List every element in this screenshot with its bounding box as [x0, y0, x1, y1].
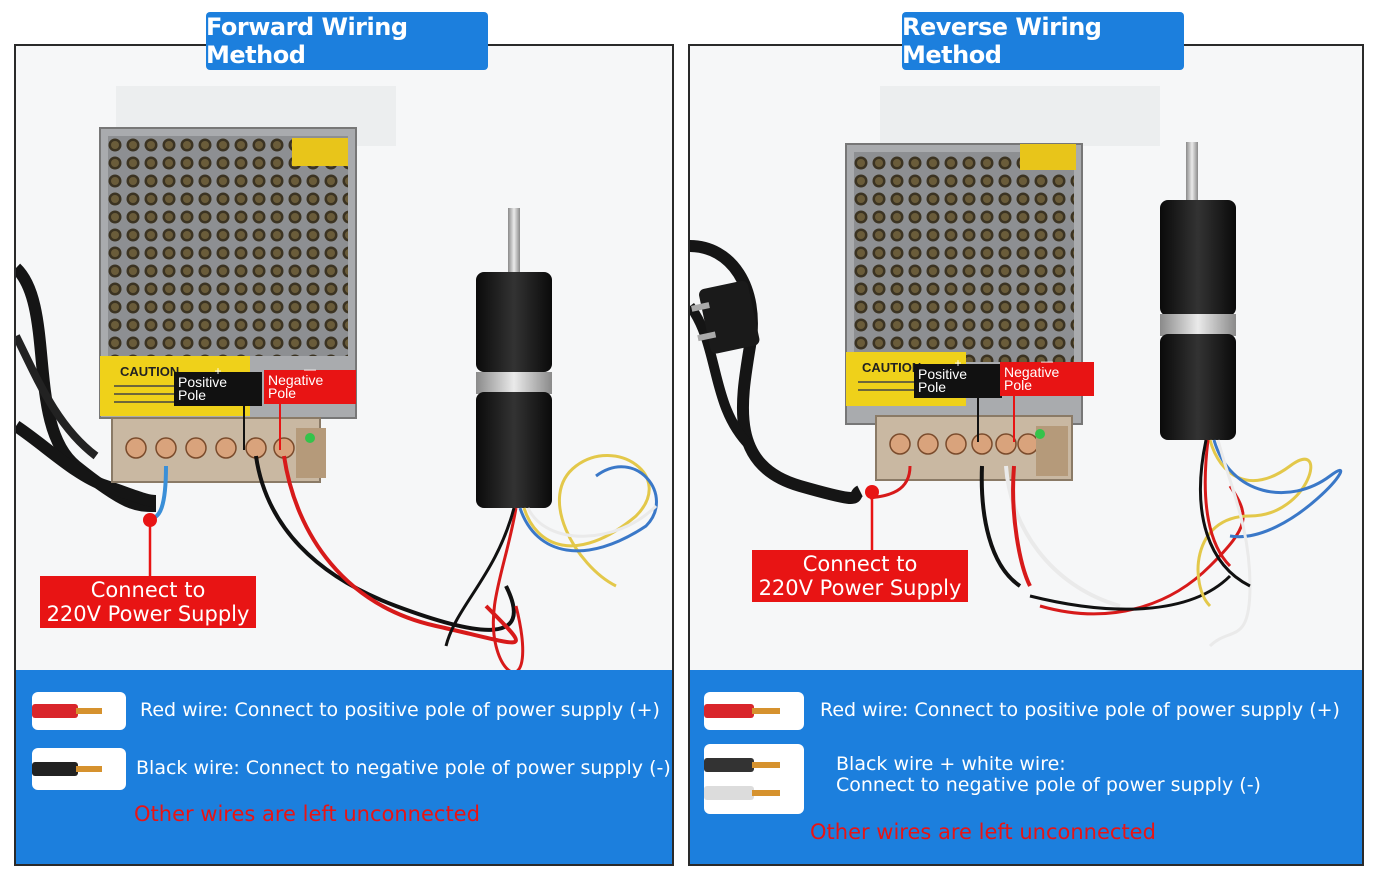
positive-pole-label: + Positive Pole [914, 357, 1002, 398]
red-wire-description: Red wire: Connect to positive pole of po… [820, 699, 1340, 721]
black-white-wire-line-1: Black wire + white wire: [836, 753, 1066, 775]
red-wire-swatch [32, 692, 126, 730]
forward-wiring-title: Forward Wiring Method [206, 12, 488, 70]
black-white-wire-swatch [704, 744, 804, 814]
forward-wiring-panel: CAUTION [14, 44, 674, 866]
reverse-wiring-title: Reverse Wiring Method [902, 12, 1184, 70]
connect-line-2: 220V Power Supply [758, 576, 962, 600]
black-white-wire-line-2: Connect to negative pole of power supply… [836, 774, 1261, 796]
reverse-wiring-illustration: CAUTION [690, 46, 1362, 672]
negative-symbol: — [304, 362, 316, 376]
black-white-wire-description: Black wire + white wire: Connect to nega… [836, 754, 1261, 796]
red-wire-icon [704, 704, 780, 718]
unconnected-note: Other wires are left unconnected [134, 802, 480, 826]
reverse-wiring-panel: CAUTION [688, 44, 1364, 866]
black-wire-swatch [32, 748, 126, 790]
unconnected-note: Other wires are left unconnected [810, 820, 1156, 844]
positive-pole-label: + Positive Pole [174, 365, 262, 406]
black-wire-description: Black wire: Connect to negative pole of … [136, 757, 671, 779]
connect-line-1: Connect to [802, 552, 918, 576]
red-wire-description: Red wire: Connect to positive pole of po… [140, 699, 660, 721]
wire-legend: Red wire: Connect to positive pole of po… [16, 670, 672, 864]
positive-symbol: + [214, 364, 222, 378]
wire-legend: Red wire: Connect to positive pole of po… [690, 670, 1362, 864]
black-wire-icon [32, 762, 102, 776]
connect-line-1: Connect to [90, 578, 206, 602]
red-wire-swatch [704, 692, 804, 730]
positive-symbol: + [954, 356, 962, 370]
negative-pole-label: — Negative Pole [1000, 355, 1094, 396]
red-wire-icon [32, 704, 102, 718]
black-white-wire-icon [704, 758, 780, 800]
connect-line-2: 220V Power Supply [46, 602, 250, 626]
positive-pole-text: Positive Pole [178, 374, 228, 403]
positive-pole-text: Positive Pole [918, 366, 968, 395]
negative-pole-text: Negative Pole [1004, 364, 1060, 393]
caution-text: CAUTION [120, 364, 179, 379]
negative-pole-label: — Negative Pole [264, 363, 356, 404]
connect-power-supply-label: Connect to 220V Power Supply [40, 576, 256, 628]
caution-text: CAUTION [862, 360, 921, 375]
connect-power-supply-label: Connect to 220V Power Supply [752, 550, 968, 602]
negative-pole-text: Negative Pole [268, 372, 324, 401]
negative-symbol: — [1041, 354, 1053, 368]
forward-wiring-illustration: CAUTION [16, 46, 672, 672]
